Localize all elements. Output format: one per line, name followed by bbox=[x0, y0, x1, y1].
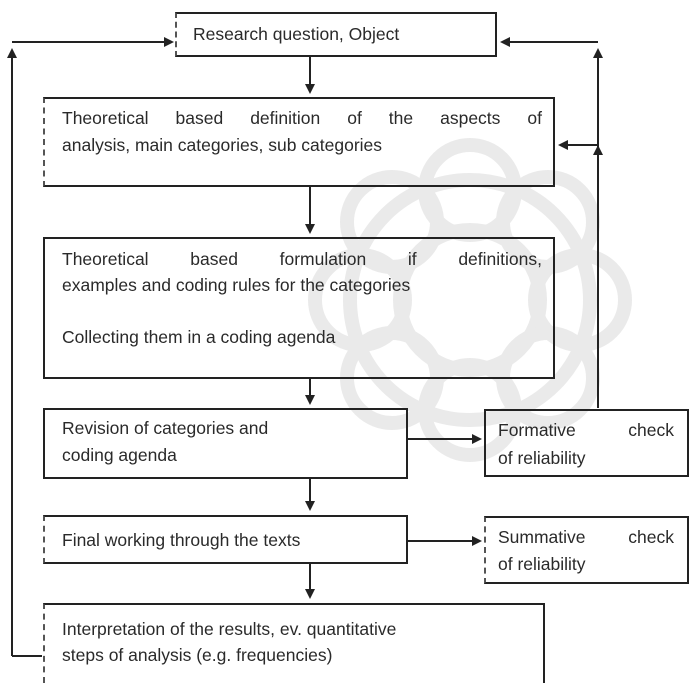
formulation-box bbox=[43, 237, 555, 379]
revision-line2: coding agenda bbox=[62, 445, 177, 465]
formative-check-box bbox=[484, 409, 689, 477]
research-question-text: Research question, Object bbox=[193, 24, 400, 44]
interpretation-box bbox=[43, 603, 545, 683]
interpretation-line1: Interpretation of the results, ev. quant… bbox=[62, 619, 397, 639]
formative-check-line2: of reliability bbox=[498, 448, 586, 468]
formative-check-line1: Formative check bbox=[498, 420, 674, 440]
formulation-line3: Collecting them in a coding agenda bbox=[62, 327, 336, 347]
research-question-box bbox=[175, 12, 497, 57]
theoretical-definition-box bbox=[43, 97, 555, 187]
theoretical-definition-line1: Theoretical based definition of the aspe… bbox=[62, 108, 542, 128]
revision-line1: Revision of categories and bbox=[62, 418, 269, 438]
summative-check-line1: Summative check bbox=[498, 527, 674, 547]
formulation-line1: Theoretical based formulation if definit… bbox=[62, 249, 542, 269]
summative-check-line2: of reliability bbox=[498, 554, 586, 574]
summative-check-box bbox=[484, 516, 689, 584]
theoretical-definition-line2: analysis, main categories, sub categorie… bbox=[62, 135, 383, 155]
interpretation-line2: steps of analysis (e.g. frequencies) bbox=[62, 645, 333, 665]
final-working-text: Final working through the texts bbox=[62, 530, 301, 550]
final-working-box bbox=[43, 515, 408, 564]
formulation-line2: examples and coding rules for the catego… bbox=[62, 275, 411, 295]
revision-box bbox=[43, 408, 408, 479]
